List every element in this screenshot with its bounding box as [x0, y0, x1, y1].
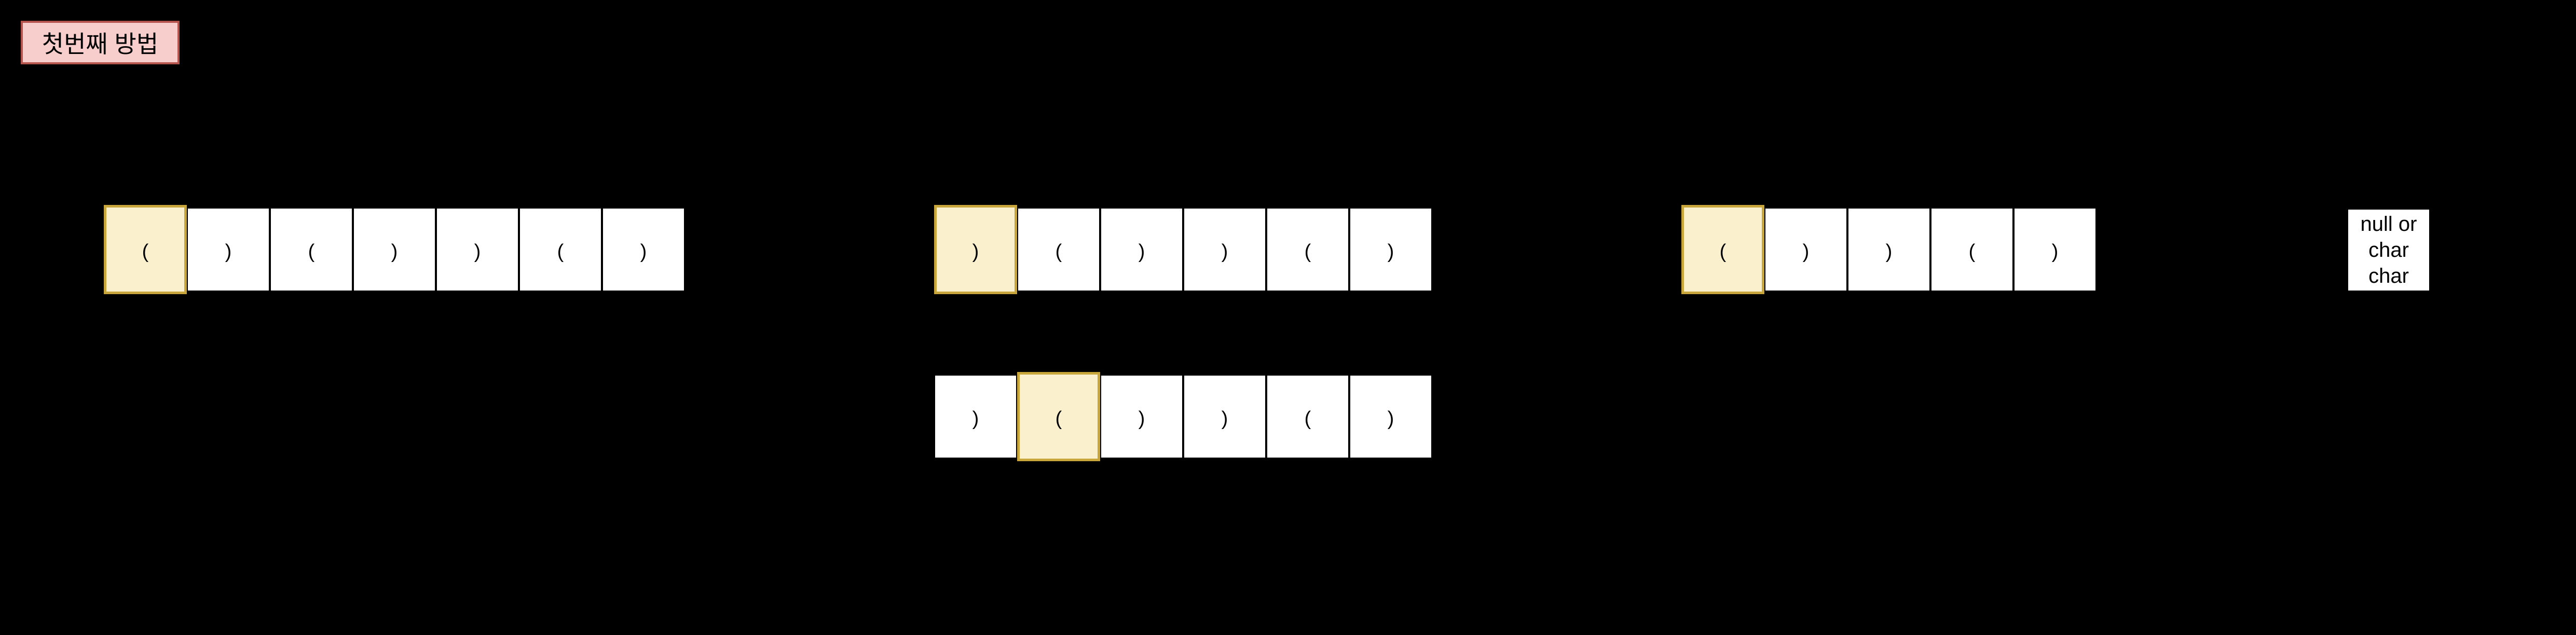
cell: ) — [353, 208, 436, 292]
cell: ( — [1017, 208, 1100, 292]
cell: ) — [2013, 208, 2097, 292]
cell-highlighted: ) — [934, 205, 1017, 294]
cell: ) — [602, 208, 685, 292]
cell: ) — [1847, 208, 1930, 292]
cell-highlighted: ( — [104, 205, 187, 294]
cell: ) — [1349, 375, 1432, 459]
cell-highlighted: ( — [1681, 205, 1764, 294]
cell: ) — [934, 375, 1017, 459]
cell: ) — [1349, 208, 1432, 292]
cell: ) — [1764, 208, 1847, 292]
cell: ( — [519, 208, 602, 292]
cell: ) — [1183, 208, 1266, 292]
paren-sequence-2: )())() — [934, 205, 1432, 294]
paren-sequence-1: ()())() — [104, 205, 685, 294]
null-or-char-note: null or char char — [2348, 210, 2429, 291]
cell: ) — [1100, 375, 1183, 459]
note-line: null or — [2360, 213, 2417, 236]
cell: ) — [187, 208, 270, 292]
cell: ( — [270, 208, 353, 292]
method-title-badge: 첫번째 방법 — [21, 21, 180, 64]
cell: ( — [1266, 375, 1349, 459]
paren-sequence-3: )())() — [934, 372, 1432, 461]
note-line: char — [2368, 239, 2409, 261]
cell: ) — [1100, 208, 1183, 292]
cell: ) — [1183, 375, 1266, 459]
note-line: char — [2368, 265, 2409, 287]
cell: ) — [436, 208, 519, 292]
paren-sequence-4: ())() — [1681, 205, 2097, 294]
cell: ( — [1930, 208, 2013, 292]
method-title-label: 첫번째 방법 — [42, 31, 159, 58]
cell-highlighted: ( — [1017, 372, 1100, 461]
cell: ( — [1266, 208, 1349, 292]
